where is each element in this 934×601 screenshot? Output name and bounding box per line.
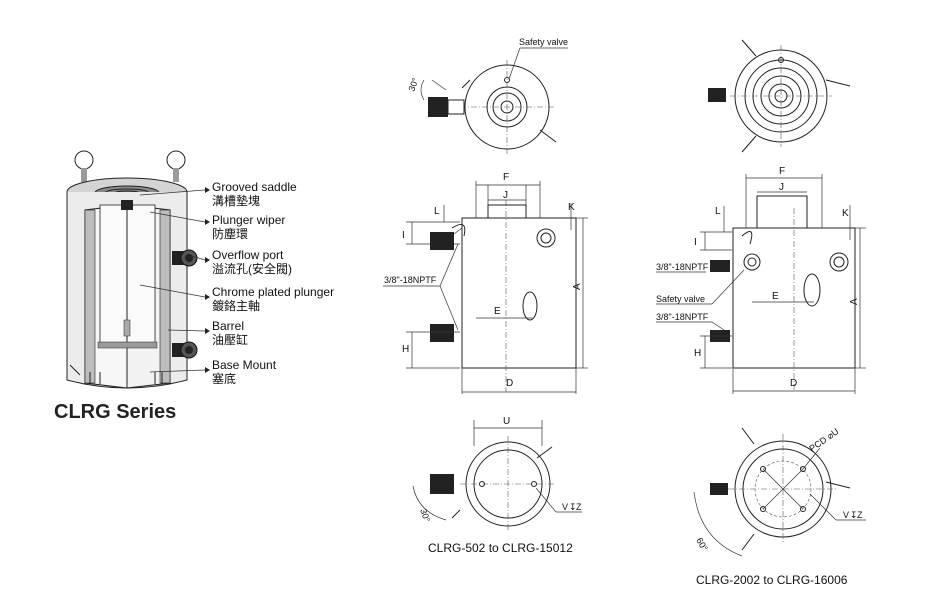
left-dim-E: E — [494, 306, 501, 317]
callout-barrel-en: Barrel — [212, 319, 244, 333]
right-dim-H: H — [694, 348, 701, 359]
left-safety-valve-label: Safety valve — [519, 37, 568, 47]
depth-symbol-icon: ↧ — [569, 502, 577, 512]
callout-overflow-port-en: Overflow port — [212, 248, 284, 262]
depth-symbol-icon-right: ↧ — [850, 510, 858, 520]
left-bottom-angle: 30° — [418, 507, 432, 524]
right-dim-E: E — [772, 291, 779, 302]
callout-overflow-port-zh: 溢流孔(安全閥) — [212, 261, 292, 276]
right-dim-J: J — [779, 182, 784, 193]
right-port-label-1: 3/8"-18NPTF — [656, 262, 709, 272]
callout-grooved-saddle-zh: 溝槽墊塊 — [212, 193, 260, 208]
right-dim-F: F — [779, 166, 785, 177]
left-dim-I: I — [402, 230, 405, 241]
left-bottom-view: U 30° V ↧ Z — [412, 416, 582, 532]
right-dim-I: I — [694, 237, 697, 248]
right-pcd-label: PCD ⌀U — [807, 426, 840, 453]
callout-plunger-wiper-en: Plunger wiper — [212, 213, 285, 227]
left-dim-V: V — [562, 502, 568, 512]
right-dim-K: K — [842, 208, 849, 219]
right-dim-V: V — [843, 510, 849, 520]
right-caption: CLRG-2002 to CLRG-16006 — [696, 573, 848, 587]
callout-base-mount-zh: 塞底 — [212, 371, 236, 386]
right-bottom-view: PCD ⌀U 60° V ↧ Z — [693, 426, 866, 557]
left-dim-Z: Z — [576, 502, 582, 512]
right-port-label-2: 3/8"-18NPTF — [656, 312, 709, 322]
callout-plunger-wiper-zh: 防塵環 — [212, 226, 248, 241]
left-dim-K: K — [568, 202, 575, 213]
callout-chrome-plunger-zh: 鍍鉻主軸 — [212, 298, 260, 313]
left-side-view: F J K L I 3/8"-18NPTF E H A D — [383, 172, 588, 394]
right-dim-Z: Z — [857, 510, 863, 520]
base-port-coupler — [172, 341, 198, 359]
right-top-view — [708, 39, 851, 153]
right-dim-A: A — [849, 298, 860, 305]
series-title: CLRG Series — [54, 401, 176, 423]
left-caption: CLRG-502 to CLRG-15012 — [428, 541, 573, 555]
left-port-label: 3/8"-18NPTF — [384, 275, 437, 285]
left-dim-F: F — [503, 172, 509, 183]
overflow-port-coupler — [172, 249, 198, 267]
left-dim-D: D — [506, 378, 513, 389]
left-top-angle: 30° — [406, 76, 420, 93]
left-dim-U: U — [503, 416, 510, 427]
left-top-view: 30° Safety valve — [406, 37, 568, 154]
left-dim-J: J — [503, 190, 508, 201]
right-safety-label: Safety valve — [656, 294, 705, 304]
callout-leaders — [139, 187, 210, 373]
callout-chrome-plunger-en: Chrome plated plunger — [212, 285, 334, 299]
callout-barrel-zh: 油壓缸 — [212, 332, 248, 347]
right-dim-L: L — [715, 206, 721, 217]
left-dim-H: H — [402, 344, 409, 355]
right-bottom-angle: 60° — [694, 536, 710, 553]
right-side-view: F J K L I 3/8"-18NPTF Safety valve 3/8"-… — [656, 166, 866, 394]
right-dim-D: D — [790, 378, 797, 389]
callout-grooved-saddle-en: Grooved saddle — [212, 180, 297, 194]
cylinder-cutaway-illustration — [66, 150, 198, 389]
left-dim-A: A — [572, 283, 583, 290]
left-dim-L: L — [434, 206, 440, 217]
callout-base-mount-en: Base Mount — [212, 358, 277, 372]
